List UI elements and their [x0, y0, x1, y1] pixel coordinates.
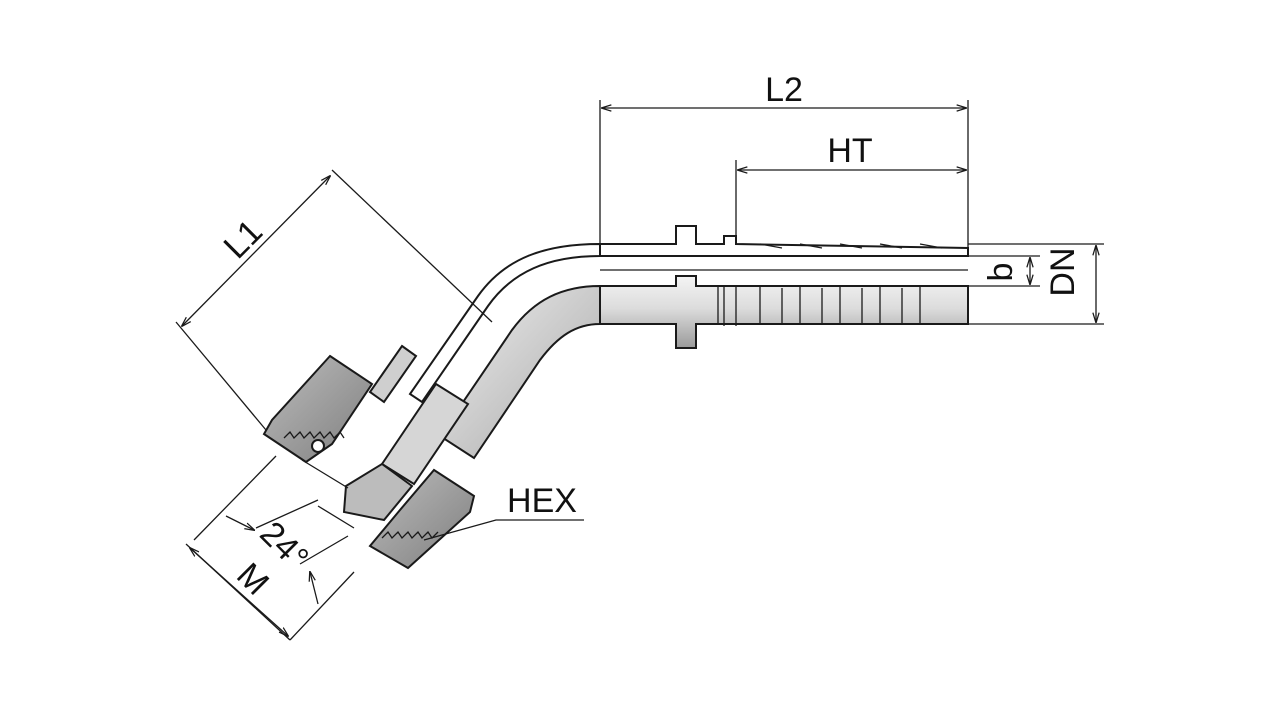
label-l1: L1 [216, 212, 270, 266]
tail-body [599, 275, 969, 349]
hex-callout: HEX [423, 482, 584, 541]
dimension-m-angle: 24° M [185, 455, 355, 641]
label-m: M [229, 556, 276, 603]
label-ht: HT [827, 132, 872, 170]
hose-tail [599, 225, 969, 349]
barbs [717, 286, 921, 326]
label-l2: L2 [765, 71, 803, 109]
label-b: b [982, 263, 1020, 282]
thread-upper [283, 430, 345, 440]
label-dn: DN [1044, 247, 1082, 296]
thread-lower [381, 530, 439, 540]
bent-tube [408, 242, 601, 460]
dimension-l2: L2 [599, 71, 969, 248]
dimension-dn-b: b DN [968, 243, 1104, 325]
dimension-ht: HT [735, 132, 966, 236]
label-hex: HEX [507, 482, 577, 520]
swivel-nut [262, 344, 476, 570]
